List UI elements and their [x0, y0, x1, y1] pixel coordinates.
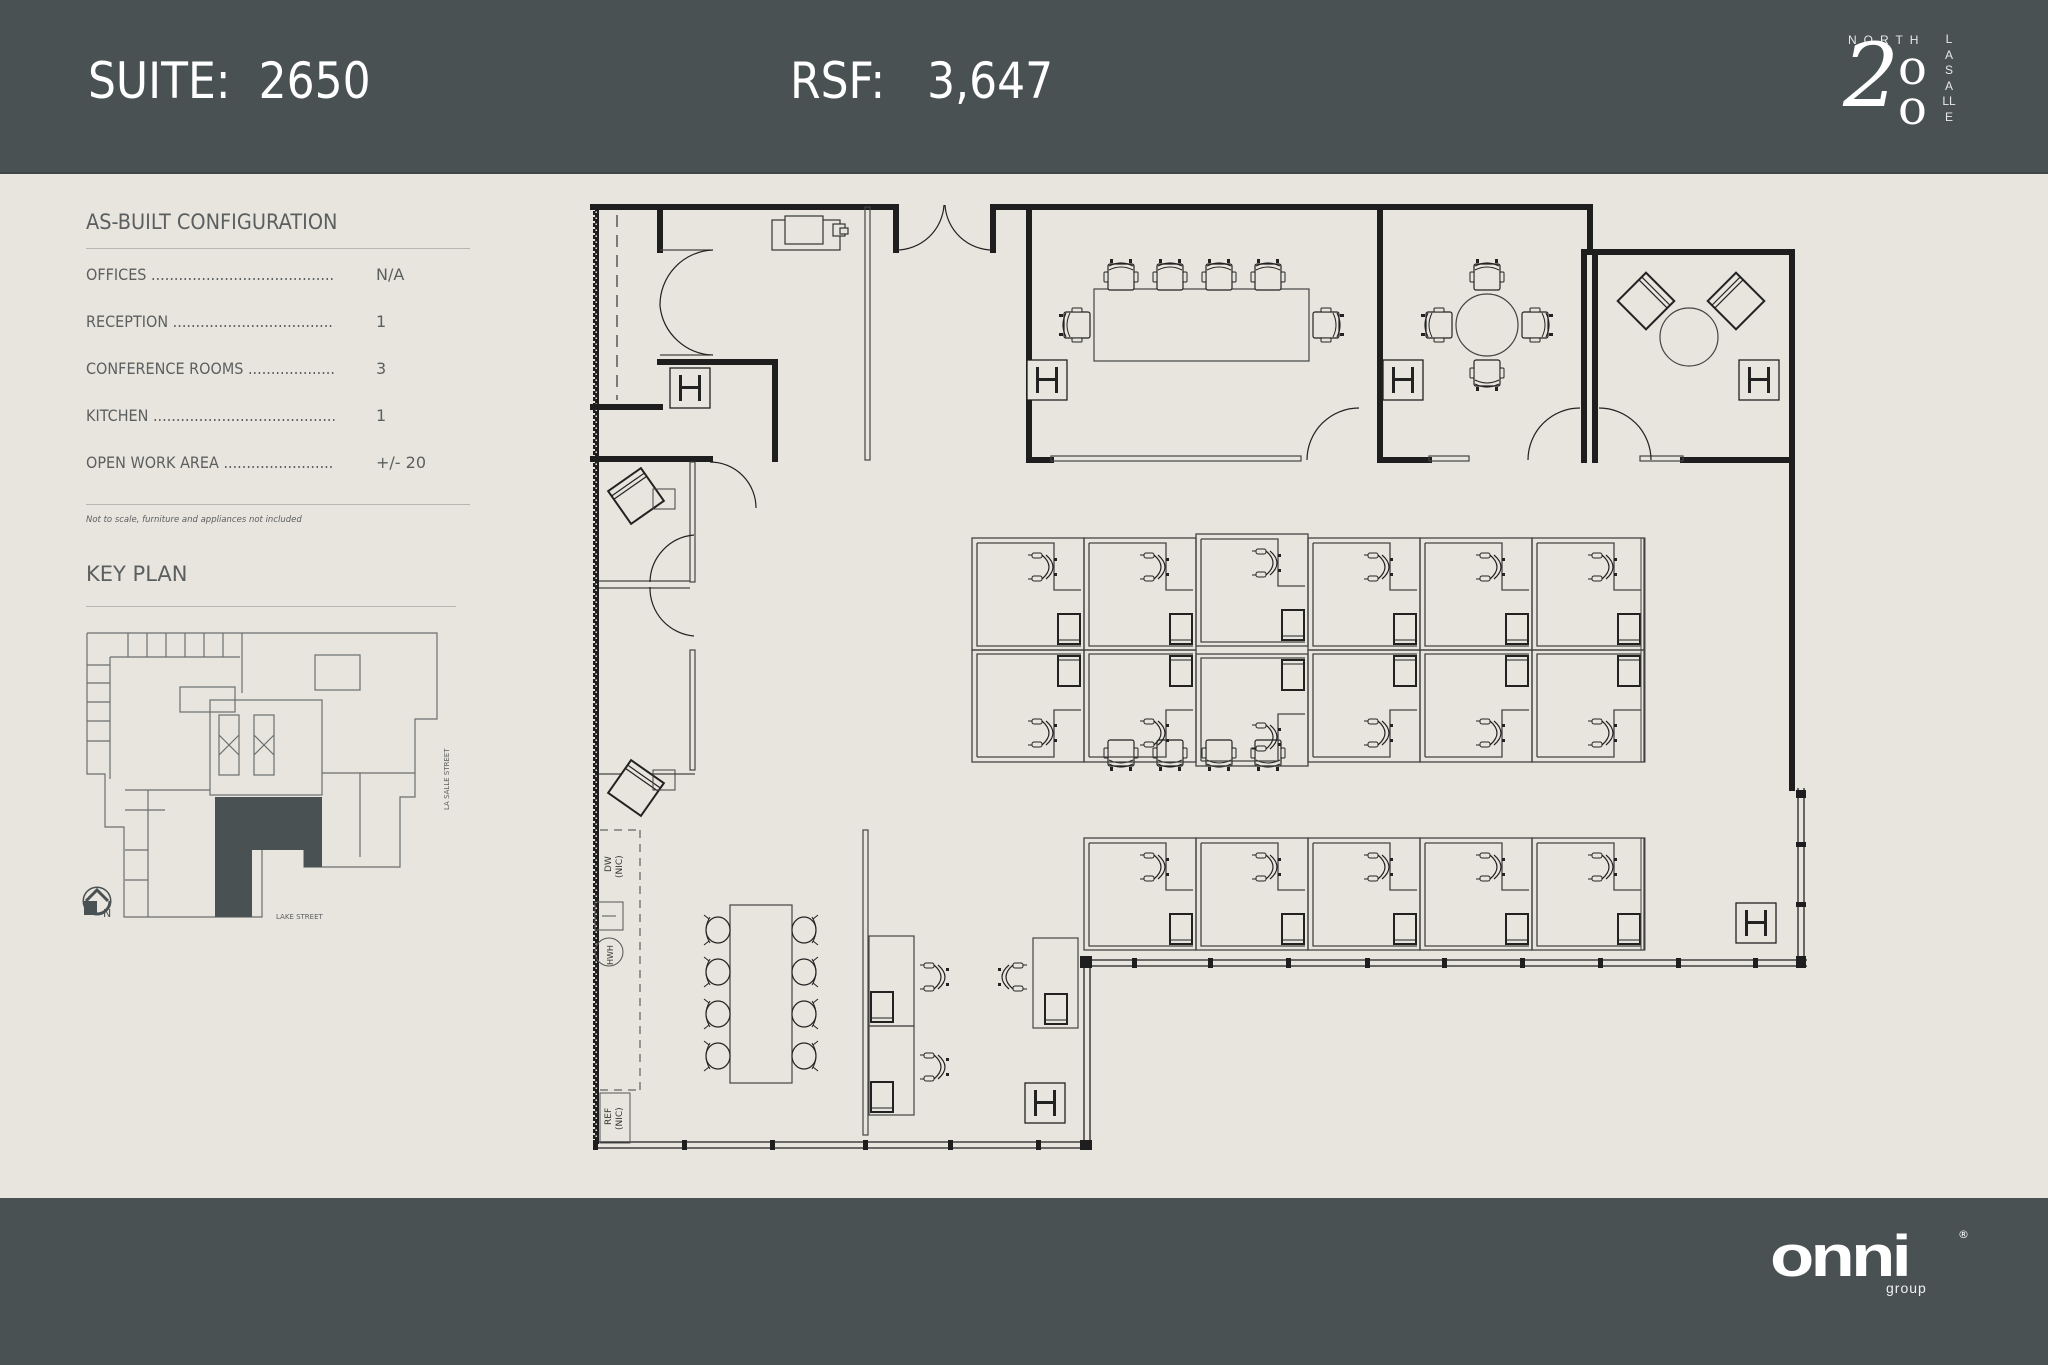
- as-built-configuration: AS-BUILT CONFIGURATION OFFICES N/A RECEP…: [86, 210, 471, 525]
- logo-wordmark: onni: [1770, 1224, 1912, 1289]
- config-row-open-work-area: OPEN WORK AREA +/- 20: [86, 437, 471, 484]
- logo-lasalle-text: LASALLE: [1942, 32, 1956, 124]
- open-work-area-block-2: [1083, 837, 1646, 951]
- configuration-title: AS-BUILT CONFIGURATION: [86, 210, 338, 234]
- column-icon: [1382, 359, 1424, 401]
- config-row-offices: OFFICES N/A: [86, 249, 471, 296]
- config-row-conference-rooms: CONFERENCE ROOMS 3: [86, 343, 471, 390]
- config-value: 3: [376, 359, 387, 378]
- config-label: CONFERENCE ROOMS: [86, 359, 334, 378]
- window-wall-west: [593, 207, 599, 1144]
- header-bar: SUITE: 2650 RSF: 3,647 NORTH 2 o o LASAL…: [0, 0, 2048, 174]
- building-logo: NORTH 2 o o LASALLE: [1840, 24, 1970, 133]
- refrigerator-nic-label: (NIC): [615, 1107, 625, 1130]
- logo-digit-two: 2: [1843, 24, 1899, 127]
- config-row-kitchen: KITCHEN 1: [86, 390, 471, 437]
- config-value: 1: [376, 406, 387, 425]
- open-work-area-block-1: [971, 533, 1646, 766]
- hot-water-heater-label: HWH: [606, 945, 615, 965]
- street-label-south: LAKE STREET: [276, 913, 324, 921]
- refrigerator-label: REF: [604, 1108, 614, 1125]
- column-icon: [1735, 902, 1777, 944]
- floor-plan: DW (NIC) HWH REF (NIC): [590, 204, 1807, 1150]
- kitchen: DW (NIC) HWH REF (NIC): [594, 829, 819, 1144]
- suite-number: SUITE: 2650: [88, 52, 371, 110]
- street-label-east: LA SALLE STREET: [443, 748, 451, 810]
- column-icon: [1738, 359, 1780, 401]
- logo-digit-zero-top: o: [1898, 40, 1927, 96]
- config-label: OPEN WORK AREA: [86, 453, 334, 472]
- lounge-room: [1616, 271, 1766, 367]
- divider: [86, 606, 456, 607]
- config-label: KITCHEN: [86, 406, 334, 425]
- footer-bar: onni ® group: [0, 1198, 2048, 1365]
- config-value: 1: [376, 312, 387, 331]
- config-row-reception: RECEPTION 1: [86, 296, 471, 343]
- column-icon: [669, 367, 711, 409]
- south-workstations: [868, 935, 1079, 1116]
- disclaimer-note: Not to scale, furniture and appliances n…: [86, 515, 302, 525]
- divider: [86, 248, 470, 249]
- divider: [86, 504, 470, 505]
- key-plan-title: KEY PLAN: [86, 562, 188, 586]
- config-value: +/- 20: [376, 453, 427, 472]
- dishwasher-label: DW: [604, 856, 614, 872]
- north-arrow-icon: [82, 886, 112, 916]
- config-label: RECEPTION: [86, 312, 334, 331]
- key-plan-suite-highlight: [215, 797, 322, 917]
- dishwasher-nic-label: (NIC): [615, 855, 625, 878]
- rentable-square-feet: RSF: 3,647: [790, 52, 1054, 110]
- north-label: N: [103, 907, 111, 920]
- developer-logo: onni ® group: [1770, 1228, 1970, 1298]
- conference-room-round: [1420, 258, 1554, 392]
- column-icon: [1026, 359, 1068, 401]
- key-plan-map: N LAKE STREET LA SALLE STREET: [82, 632, 451, 921]
- reception-desk: [771, 215, 849, 251]
- config-label: OFFICES: [86, 265, 334, 284]
- column-icon: [1024, 1082, 1066, 1124]
- logo-north-text: NORTH: [1848, 33, 1926, 47]
- logo-digit-zero-bottom: o: [1898, 80, 1927, 136]
- registered-mark: ®: [1958, 1228, 1969, 1241]
- conference-room-large: [1058, 258, 1345, 772]
- logo-subtext: group: [1886, 1280, 1927, 1296]
- config-value: N/A: [376, 265, 405, 284]
